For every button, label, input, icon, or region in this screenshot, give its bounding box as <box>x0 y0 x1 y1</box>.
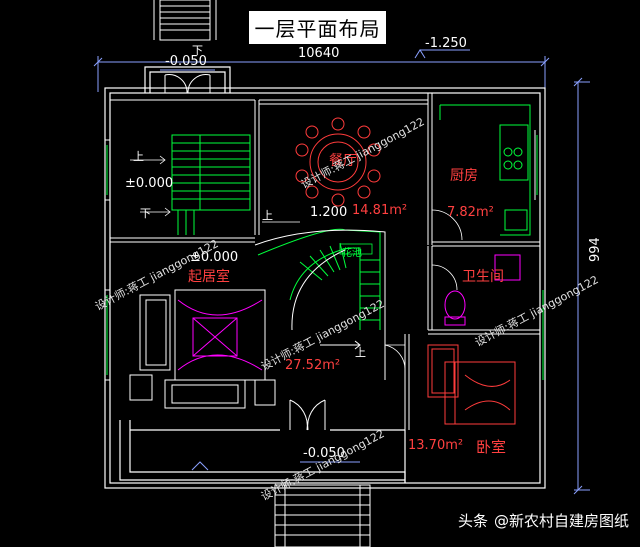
staircase-top <box>171 134 251 235</box>
stair-down-label: 下 <box>140 207 151 220</box>
footer-credit: 头条 @新农村自建房图纸 <box>458 510 629 531</box>
top-entry-steps <box>153 0 217 41</box>
level-bottom: -0.050 <box>303 446 345 461</box>
room-name-kitchen: 厨房 <box>450 168 478 184</box>
living-level: ±0.000 <box>190 250 239 265</box>
room-name-living: 起居室 <box>188 269 230 285</box>
footer-author: 新农村自建房图纸 <box>509 512 630 530</box>
room-area-living: 27.52m² <box>285 358 341 373</box>
footer-at: @ <box>494 512 510 530</box>
room-name-dining: 餐厅 <box>329 153 357 169</box>
planter <box>339 243 373 255</box>
bedroom-bed <box>427 344 516 425</box>
room-name-bathroom: 卫生间 <box>462 269 504 285</box>
bathroom-fixtures <box>444 254 521 326</box>
page-title: 一层平面布局 <box>249 11 386 44</box>
stair-hall-level: ±0.000 <box>125 176 174 191</box>
room-area-dining: 14.81m² <box>352 203 408 218</box>
window-marks <box>106 135 544 380</box>
living-room-sofa-set <box>129 289 276 409</box>
bedroom-door <box>384 344 406 371</box>
exterior-walls <box>104 66 546 489</box>
bottom-entry-door <box>289 399 326 431</box>
footer-prefix: 头条 <box>458 512 489 530</box>
coffee-table-rug <box>177 299 263 371</box>
dim-total-height: 994 <box>588 237 603 262</box>
stair-up-label-2: 上 <box>262 209 273 222</box>
stair-up-label: 上 <box>133 150 144 163</box>
curved-stair-walls <box>254 229 386 380</box>
level-left: -0.050 <box>165 54 207 69</box>
dining-level: 1.200 <box>310 205 348 220</box>
stair-arrows <box>130 155 300 223</box>
bottom-entry-steps <box>274 484 371 547</box>
kitchen-counter <box>439 104 531 236</box>
dimension-lines <box>93 49 590 495</box>
level-right: -1.250 <box>425 36 467 51</box>
entry-door <box>164 74 211 94</box>
dining-table <box>295 117 381 207</box>
bathroom-door <box>431 264 458 291</box>
room-area-kitchen: 7.82m² <box>447 205 494 220</box>
dim-total-width: 10640 <box>298 46 340 61</box>
room-area-bedroom: 13.70m² <box>408 438 464 453</box>
kitchen-door <box>431 209 463 241</box>
stair-down-mark-top: 下 <box>192 44 203 57</box>
planter-label: 花池 <box>342 248 362 259</box>
stair-up-label-3: 上 <box>355 346 366 359</box>
room-name-bedroom: 卧室 <box>476 438 507 456</box>
